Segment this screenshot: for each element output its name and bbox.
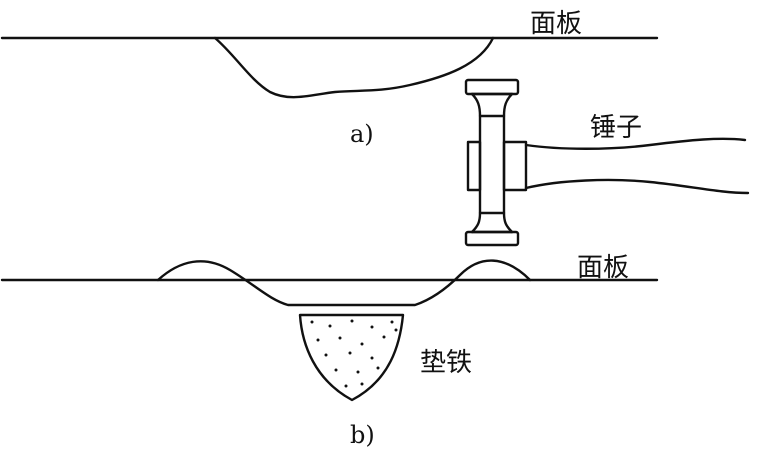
hammer	[464, 78, 750, 247]
hammer-label: 锤子	[590, 113, 643, 143]
hammer-bottom-face	[464, 230, 520, 247]
hammer-handle	[524, 137, 750, 195]
pad-iron-label: 垫铁	[420, 348, 473, 378]
figure-a-caption: a)	[350, 120, 374, 148]
panel-top-label: 面板	[530, 9, 583, 39]
figure-b-caption: b)	[350, 421, 375, 449]
hammer-collar-left	[466, 140, 482, 192]
panel-bottom-label: 面板	[577, 253, 630, 283]
hammer-top-face	[464, 78, 520, 96]
hammer-collar-right	[502, 140, 528, 192]
panel-bottom-wave	[156, 259, 532, 307]
panel-top-dent	[213, 36, 495, 99]
pad-iron	[298, 313, 405, 402]
hammer-head-body	[470, 92, 514, 234]
pad-iron-texture	[310, 319, 398, 388]
